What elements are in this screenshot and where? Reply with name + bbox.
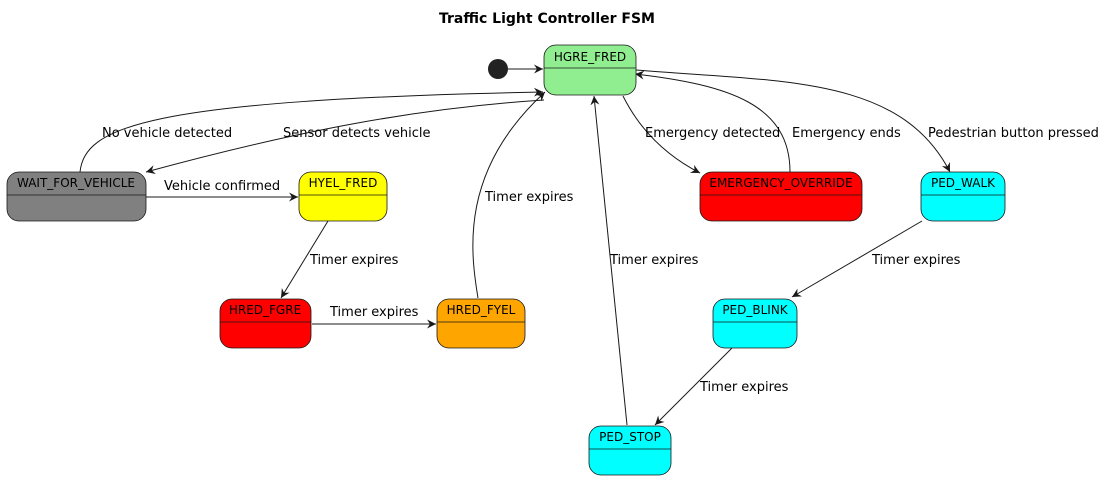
transition-labels: No vehicle detected Sensor detects vehic… [102, 126, 1099, 395]
state-label: EMERGENCY_OVERRIDE [709, 176, 852, 190]
edge-hredfyel-to-hgre [472, 91, 546, 299]
state-hgre-fred[interactable]: HGRE_FRED [543, 44, 637, 96]
state-label: PED_WALK [931, 176, 996, 190]
state-label: HRED_FYEL [447, 303, 516, 317]
edge-label: Pedestrian button pressed [928, 126, 1099, 141]
edge-label: Timer expires [699, 380, 789, 395]
edge-label: Emergency ends [792, 126, 901, 141]
edge-pedstop-to-hgre [590, 95, 628, 426]
edge-label: Timer expires [329, 305, 419, 320]
edge-pedwalk-to-pedblink [791, 220, 923, 298]
state-label: HYEL_FRED [309, 176, 378, 190]
state-hyel-fred[interactable]: HYEL_FRED [298, 171, 388, 222]
edge-label: Sensor detects vehicle [283, 126, 431, 141]
state-label: HRED_FGRE [229, 303, 301, 317]
edge-hgre-to-wait [145, 99, 545, 174]
edge-label: Timer expires [484, 190, 574, 205]
edge-label: Vehicle confirmed [164, 179, 280, 194]
edge-label: Emergency detected [645, 126, 780, 141]
edge-hyel-to-hredfgre [280, 220, 329, 299]
state-emergency-override[interactable]: EMERGENCY_OVERRIDE [699, 171, 863, 222]
state-hred-fyel[interactable]: HRED_FYEL [436, 298, 526, 349]
state-wait-for-vehicle[interactable]: WAIT_FOR_VEHICLE [6, 171, 147, 222]
edge-emergency-to-hgre [634, 70, 791, 173]
edge-label: Timer expires [871, 253, 961, 268]
edge-label: Timer expires [309, 253, 399, 268]
state-label: PED_STOP [599, 430, 661, 444]
state-label: PED_BLINK [722, 303, 788, 317]
diagram-title: Traffic Light Controller FSM [439, 11, 655, 27]
state-label: HGRE_FRED [554, 50, 626, 64]
edge-wait-to-hgre [79, 87, 544, 173]
state-ped-blink[interactable]: PED_BLINK [712, 298, 798, 349]
edge-pedblink-to-pedstop [654, 347, 733, 426]
initial-state-dot [488, 59, 508, 79]
transitions [79, 69, 951, 426]
edge-hgre-to-emergency [622, 95, 701, 174]
edge-label: No vehicle detected [102, 126, 232, 141]
state-ped-stop[interactable]: PED_STOP [588, 425, 672, 476]
edge-label: Timer expires [609, 253, 699, 268]
state-ped-walk[interactable]: PED_WALK [920, 171, 1006, 222]
edge-hgre-to-pedwalk [635, 69, 951, 173]
state-hred-fgre[interactable]: HRED_FGRE [219, 298, 312, 349]
state-label: WAIT_FOR_VEHICLE [17, 176, 135, 190]
